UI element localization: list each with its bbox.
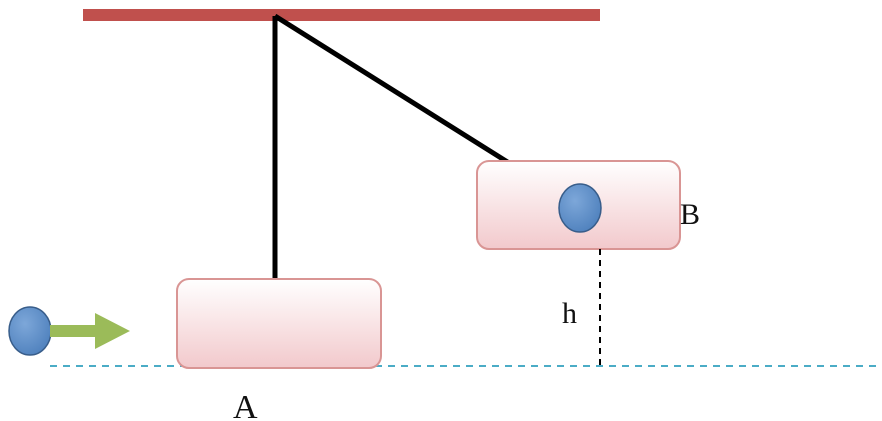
ceiling-bar [83, 9, 600, 21]
label-a: A [233, 389, 258, 421]
incoming-ball [8, 306, 52, 356]
label-b: B [680, 198, 700, 231]
velocity-arrow-icon [50, 313, 130, 349]
ball-in-block-b [558, 183, 602, 233]
label-h: h [562, 297, 577, 330]
block-a [176, 278, 382, 369]
